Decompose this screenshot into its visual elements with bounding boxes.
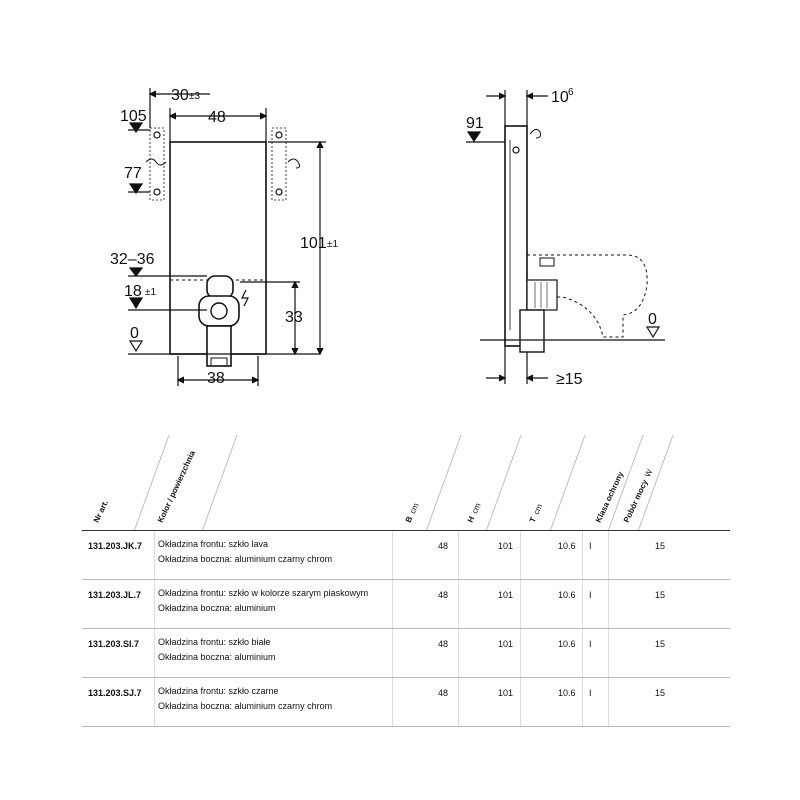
row-klasa: I: [589, 541, 592, 551]
dim-101: 101: [300, 235, 327, 252]
dim-33: 33: [285, 309, 303, 326]
row-pobor: 15: [655, 639, 666, 649]
row-t: 10.6: [558, 639, 576, 649]
dim-ge15: ≥15: [556, 371, 583, 388]
table-row: 131.203.SJ.7 Okładzina frontu: szkło cza…: [82, 678, 730, 727]
dim-0-front: 0: [130, 325, 139, 342]
header-h: Hcm: [465, 501, 483, 524]
row-pobor: 15: [655, 541, 666, 551]
table-row: 131.203.SI.7 Okładzina frontu: szkło bia…: [82, 629, 730, 678]
dim-10-sup: 6: [568, 87, 574, 98]
row-klasa: I: [589, 639, 592, 649]
row-klasa: I: [589, 688, 592, 698]
dim-101-tol: ±1: [327, 239, 338, 250]
dim-32-36: 32–36: [110, 251, 155, 268]
dim-30-tol: ±3: [189, 91, 200, 102]
dim-91: 91: [466, 115, 484, 132]
row-h: 101: [498, 639, 514, 649]
technical-drawing: 30 ±3 48 105 77 101 ±1 32–36 18 ±1 33 0 …: [110, 87, 665, 388]
dim-30: 30: [171, 87, 189, 104]
dim-77: 77: [124, 165, 142, 182]
dim-48: 48: [208, 109, 226, 126]
row-pobor: 15: [655, 688, 666, 698]
row-h: 101: [498, 688, 514, 698]
row-h: 101: [498, 541, 514, 551]
row-nr: 131.203.SJ.7: [88, 688, 142, 698]
dim-0-side: 0: [648, 311, 657, 328]
row-klasa: I: [589, 590, 592, 600]
spec-table: Nr art. Kolor / powierzchnia Bcm Hcm Tcm…: [82, 435, 730, 727]
dim-105: 105: [120, 108, 147, 125]
row-nr: 131.203.JK.7: [88, 541, 143, 551]
row-b: 48: [438, 639, 449, 649]
row-desc: Okładzina frontu: szkło w kolorze szarym…: [158, 588, 369, 613]
row-b: 48: [438, 590, 449, 600]
row-b: 48: [438, 541, 449, 551]
row-nr: 131.203.SI.7: [88, 639, 140, 649]
row-t: 10.6: [558, 688, 576, 698]
header-b: Bcm: [403, 501, 421, 524]
table-row: 131.203.JK.7 Okładzina frontu: szkło lav…: [82, 531, 730, 580]
row-b: 48: [438, 688, 449, 698]
header-kolor: Kolor / powierzchnia: [155, 449, 198, 524]
row-pobor: 15: [655, 590, 666, 600]
side-view: [466, 90, 665, 384]
dim-10: 10: [551, 89, 569, 106]
table-header: Nr art. Kolor / powierzchnia Bcm Hcm Tcm…: [82, 435, 730, 531]
dim-18: 18: [124, 283, 142, 300]
row-t: 10.6: [558, 590, 576, 600]
row-nr: 131.203.JL.7: [88, 590, 142, 600]
dim-18-tol: ±1: [145, 287, 156, 298]
front-view: [128, 88, 326, 386]
table-row: 131.203.JL.7 Okładzina frontu: szkło w k…: [82, 580, 730, 629]
row-t: 10.6: [558, 541, 576, 551]
header-t: Tcm: [527, 502, 545, 524]
dim-38: 38: [207, 370, 225, 387]
row-h: 101: [498, 590, 514, 600]
header-nr-art: Nr art.: [91, 498, 110, 524]
